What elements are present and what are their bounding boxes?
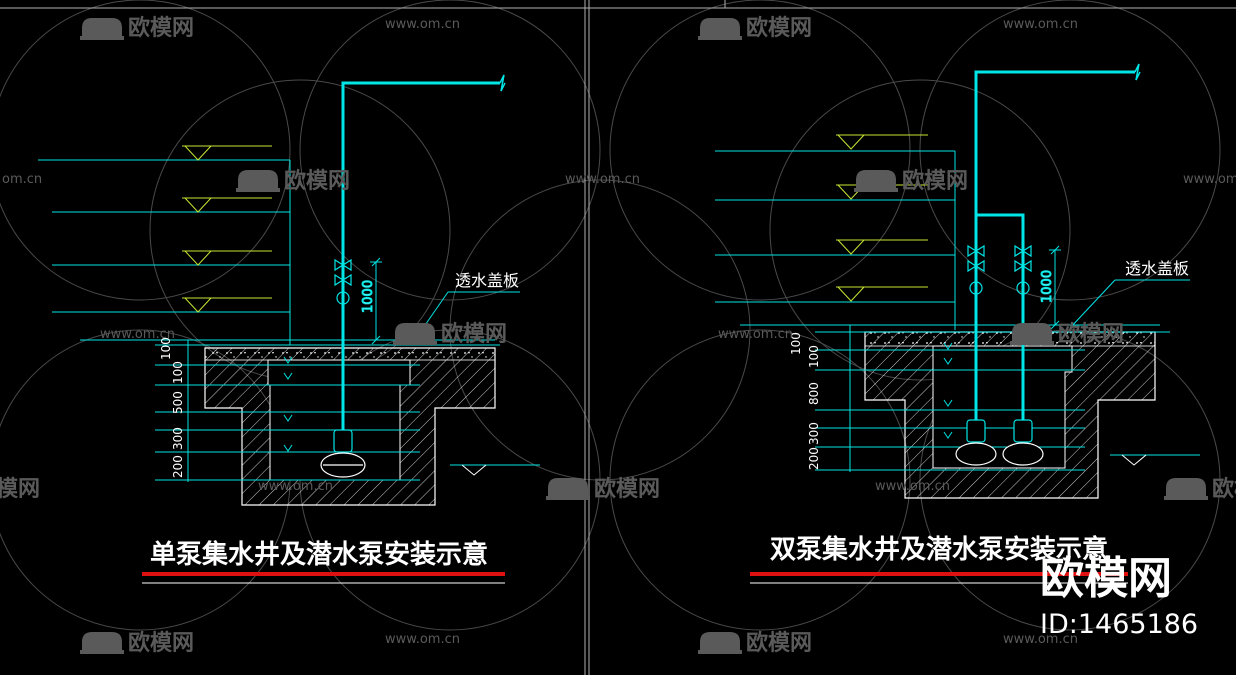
svg-text:www.om.cn: www.om.cn [1003, 632, 1078, 647]
svg-text:www.om.cn: www.om.cn [1003, 17, 1078, 32]
svg-text:www.om.cn: www.om.cn [258, 479, 333, 494]
right-dimension-1000: 1000 [1040, 245, 1061, 330]
svg-text:200: 200 [807, 447, 821, 470]
svg-text:www.om.cn: www.om.cn [1183, 172, 1236, 187]
svg-text:欧模网: 欧模网 [902, 168, 968, 194]
watermarks: 欧模网 欧模网 欧模网 欧模网 欧模网 欧模网 欧模网 欧模网 模网 欧模网 欧… [0, 15, 1236, 656]
left-discharge-pipe [341, 74, 506, 430]
svg-text:欧模网: 欧模网 [1212, 476, 1236, 502]
right-dim-labels: 100 100 800 300 200 [789, 332, 821, 470]
svg-text:欧模网: 欧模网 [746, 15, 812, 41]
right-level-lines [715, 150, 1200, 472]
left-dimension-1000: 1000 [361, 257, 382, 345]
dim-1000-label-right: 1000 [1040, 270, 1055, 303]
watermark-brand-texts: 欧模网 欧模网 欧模网 欧模网 欧模网 欧模网 欧模网 欧模网 模网 欧模网 欧… [0, 15, 1236, 656]
right-cover-leader [1069, 279, 1190, 329]
right-cover-label: 透水盖板 [1125, 259, 1189, 278]
svg-text:www.om.cn: www.om.cn [875, 479, 950, 494]
svg-text:www.om.cn: www.om.cn [718, 327, 793, 342]
svg-text:模网: 模网 [0, 477, 40, 502]
left-valves [334, 258, 352, 305]
left-water-level-markers [182, 145, 487, 476]
svg-text:欧模网: 欧模网 [1058, 321, 1124, 347]
svg-text:www.om.cn: www.om.cn [565, 172, 640, 187]
svg-text:欧模网: 欧模网 [746, 630, 812, 656]
svg-text:800: 800 [807, 382, 821, 405]
svg-text:100: 100 [159, 337, 173, 360]
right-sump-drawing: 1000 透水盖板 100 100 800 300 200 双泵集水井及潜水泵安… [715, 63, 1200, 584]
overlay-brand: 欧模网 [1040, 553, 1172, 604]
right-wall-section [864, 331, 1156, 499]
svg-text:www.om.cn: www.om.cn [385, 632, 460, 647]
svg-text:欧模网: 欧模网 [128, 15, 194, 41]
svg-text:www.om.cn: www.om.cn [100, 327, 175, 342]
svg-text:www.om.cn: www.om.cn [385, 17, 460, 32]
left-submersible-pump [320, 429, 366, 478]
svg-text:500: 500 [171, 391, 185, 414]
right-drawing-title: 双泵集水井及潜水泵安装示意 [770, 534, 1108, 565]
right-valves [967, 244, 1032, 295]
left-level-lines [38, 159, 540, 482]
svg-text:欧模网: 欧模网 [441, 321, 507, 347]
svg-text:欧模网: 欧模网 [284, 168, 350, 194]
svg-text:100: 100 [789, 332, 803, 355]
right-title-underline [750, 572, 1128, 576]
svg-text:100: 100 [171, 361, 185, 384]
svg-text:200: 200 [171, 455, 185, 478]
left-dim-labels: 100 100 500 300 200 [159, 337, 185, 478]
svg-text:100: 100 [807, 345, 821, 368]
svg-text:300: 300 [171, 427, 185, 450]
svg-text:300: 300 [807, 422, 821, 445]
sofa-logo-icon [80, 18, 1208, 654]
overlay-id: ID:1465186 [1040, 609, 1198, 640]
watermark-url-texts: www.om.cn www.om.cn om.cn www.om.cn www.… [2, 17, 1236, 647]
svg-text:om.cn: om.cn [2, 172, 42, 187]
right-discharge-pipes [974, 63, 1141, 420]
right-submersible-pumps [955, 419, 1044, 466]
left-inner-markers [283, 356, 293, 452]
left-drawing-title: 单泵集水井及潜水泵安装示意 [150, 539, 488, 570]
svg-text:欧模网: 欧模网 [128, 630, 194, 656]
dim-1000-label: 1000 [361, 280, 376, 313]
left-wall-section [204, 347, 496, 506]
right-inner-markers [943, 342, 953, 439]
left-title-underline [142, 572, 505, 576]
left-sump-drawing: 1000 透水盖板 100 100 500 300 200 单泵集水井及潜水泵安… [38, 74, 540, 584]
left-cover-label: 透水盖板 [455, 271, 519, 290]
svg-text:欧模网: 欧模网 [594, 476, 660, 502]
